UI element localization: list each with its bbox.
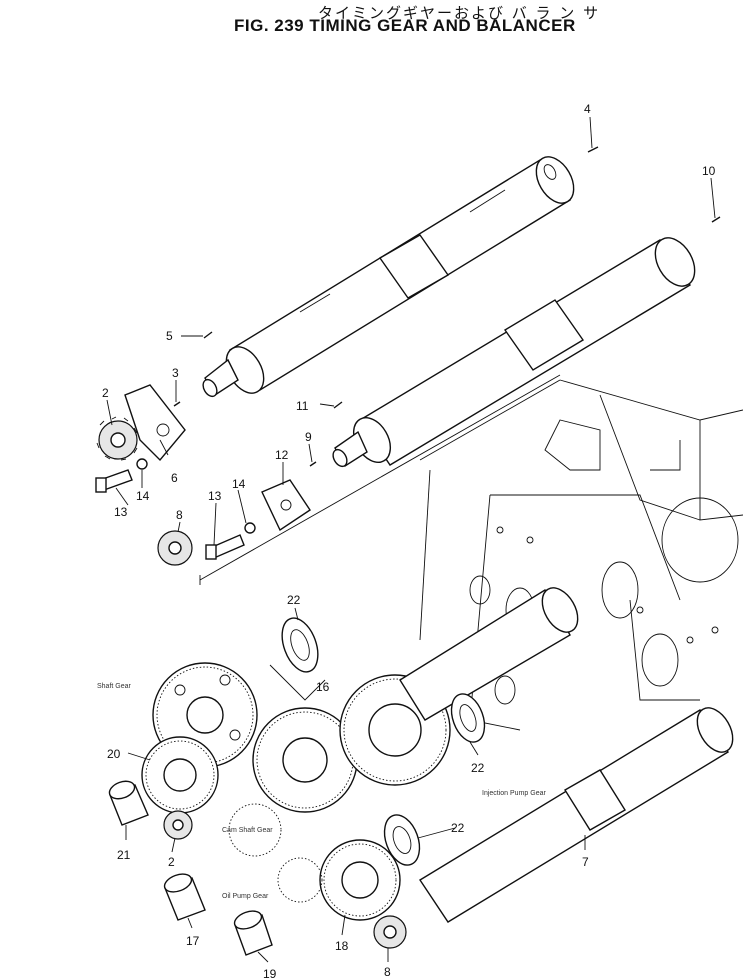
plate-6 xyxy=(124,384,186,462)
diagram-title: FIG. 239 TIMING GEAR AND BALANCER xyxy=(234,16,576,35)
washer-14-upper xyxy=(136,458,148,470)
oil-pump-gear-note: Oil Pump Gear xyxy=(222,893,269,900)
thrust-washer-22-top xyxy=(281,617,319,673)
bolt-13-lower xyxy=(205,534,245,560)
callout-6: 6 xyxy=(171,471,178,485)
callout-2: 2 xyxy=(102,386,109,400)
thrust-washer-22-right xyxy=(450,693,486,743)
balancer-shaft-7 xyxy=(419,707,734,923)
callout-14: 14 xyxy=(136,489,150,503)
pin-5 xyxy=(203,331,213,339)
cam-shaft-gear xyxy=(228,803,282,857)
washer-14-lower xyxy=(244,522,256,534)
idler-gear-16 xyxy=(252,707,358,813)
callout-2: 2 xyxy=(168,855,175,869)
callout-16: 16 xyxy=(316,680,330,694)
bolt-13-upper xyxy=(95,469,133,493)
callout-22: 22 xyxy=(471,761,485,775)
shaft-gear-note: Shaft Gear xyxy=(97,683,132,690)
callout-12: 12 xyxy=(275,448,289,462)
thrust-washer-22-bottom xyxy=(383,814,421,866)
diagram-title-japanese: タイミングギヤーおよび バ ラ ン サ xyxy=(318,4,601,22)
plate-12 xyxy=(261,479,311,532)
oil-pump-gear xyxy=(277,857,323,903)
upper-bottom-balancer-shaft xyxy=(399,587,579,721)
gear-20 xyxy=(141,736,219,814)
callout-21: 21 xyxy=(117,848,131,862)
callout-8: 8 xyxy=(176,508,183,522)
callout-7: 7 xyxy=(582,855,589,869)
assembly-divider-line xyxy=(199,374,561,581)
pin-3 xyxy=(173,401,181,407)
callout-10: 10 xyxy=(702,164,716,178)
callout-19: 19 xyxy=(263,967,277,980)
small-gear-8-lower xyxy=(373,915,407,949)
callout-18: 18 xyxy=(335,939,349,953)
small-gear-2-lower xyxy=(163,810,193,840)
callout-8: 8 xyxy=(384,965,391,979)
pin-10 xyxy=(711,216,721,223)
callout-3: 3 xyxy=(172,366,179,380)
pin-9 xyxy=(309,461,317,467)
callout-11: 11 xyxy=(296,399,309,413)
callout-9: 9 xyxy=(305,430,312,444)
injection-pump-gear-note: Injection Pump Gear xyxy=(482,790,546,797)
bushing-17 xyxy=(163,873,206,921)
bushing-21 xyxy=(108,780,149,826)
callout-22: 22 xyxy=(451,821,465,835)
small-gear-2 xyxy=(96,416,138,461)
pin-4 xyxy=(587,146,599,153)
callout-17: 17 xyxy=(186,934,200,948)
leader-lines xyxy=(106,116,716,963)
cam-shaft-gear-note: Cam Shaft Gear xyxy=(222,827,273,834)
callout-13: 13 xyxy=(208,489,222,503)
pin-11 xyxy=(333,401,343,409)
bushing-19 xyxy=(233,910,273,956)
callout-4: 4 xyxy=(584,102,591,116)
callout-14: 14 xyxy=(232,477,246,491)
lower-balancer-shaft xyxy=(332,237,696,468)
small-gear-8-upper xyxy=(157,530,193,566)
callout-5: 5 xyxy=(166,329,173,343)
gear-18 xyxy=(319,839,401,921)
callout-20: 20 xyxy=(107,747,121,761)
callout-22: 22 xyxy=(287,593,301,607)
callout-13: 13 xyxy=(114,505,128,519)
upper-balancer-shaft xyxy=(202,156,575,398)
